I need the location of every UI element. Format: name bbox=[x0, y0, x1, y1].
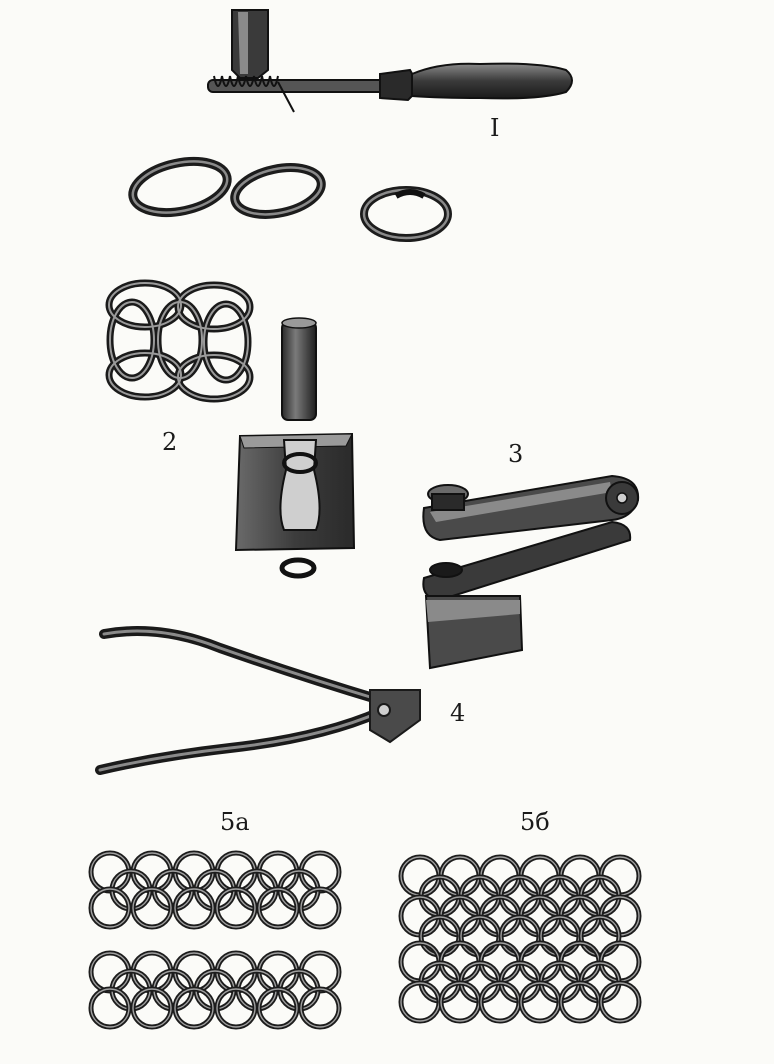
coiling-tool bbox=[207, 9, 573, 113]
figure-label-1: I bbox=[490, 114, 500, 142]
chain-ring-highlight bbox=[216, 888, 256, 928]
chain-ring-highlight bbox=[216, 988, 256, 1028]
chain-ring-highlight bbox=[258, 988, 298, 1028]
figure-label-5a: 5а bbox=[220, 808, 250, 836]
punch-and-die bbox=[234, 317, 356, 579]
opened-rings bbox=[128, 156, 452, 242]
figure-label-2: 2 bbox=[162, 428, 178, 456]
pliers bbox=[95, 626, 421, 775]
riveting-press bbox=[422, 474, 640, 670]
ring-pattern-5b bbox=[398, 854, 642, 1024]
chain-ring-highlight bbox=[300, 988, 340, 1028]
chain-ring-highlight bbox=[600, 982, 640, 1022]
chain-ring-highlight bbox=[90, 988, 130, 1028]
figure-label-5b: 5б bbox=[520, 808, 550, 836]
chain-ring-highlight bbox=[300, 888, 340, 928]
figure-label-4: 4 bbox=[450, 699, 466, 727]
chain-ring-highlight bbox=[132, 888, 172, 928]
ring-pattern-5a bbox=[88, 850, 342, 1030]
chain-ring-highlight bbox=[174, 988, 214, 1028]
chain-ring-highlight bbox=[258, 888, 298, 928]
chain-ring-highlight bbox=[132, 988, 172, 1028]
mesh-sample bbox=[105, 279, 254, 403]
chain-ring-highlight bbox=[174, 888, 214, 928]
chain-ring-highlight bbox=[90, 888, 130, 928]
figure-label-3: 3 bbox=[508, 440, 524, 468]
